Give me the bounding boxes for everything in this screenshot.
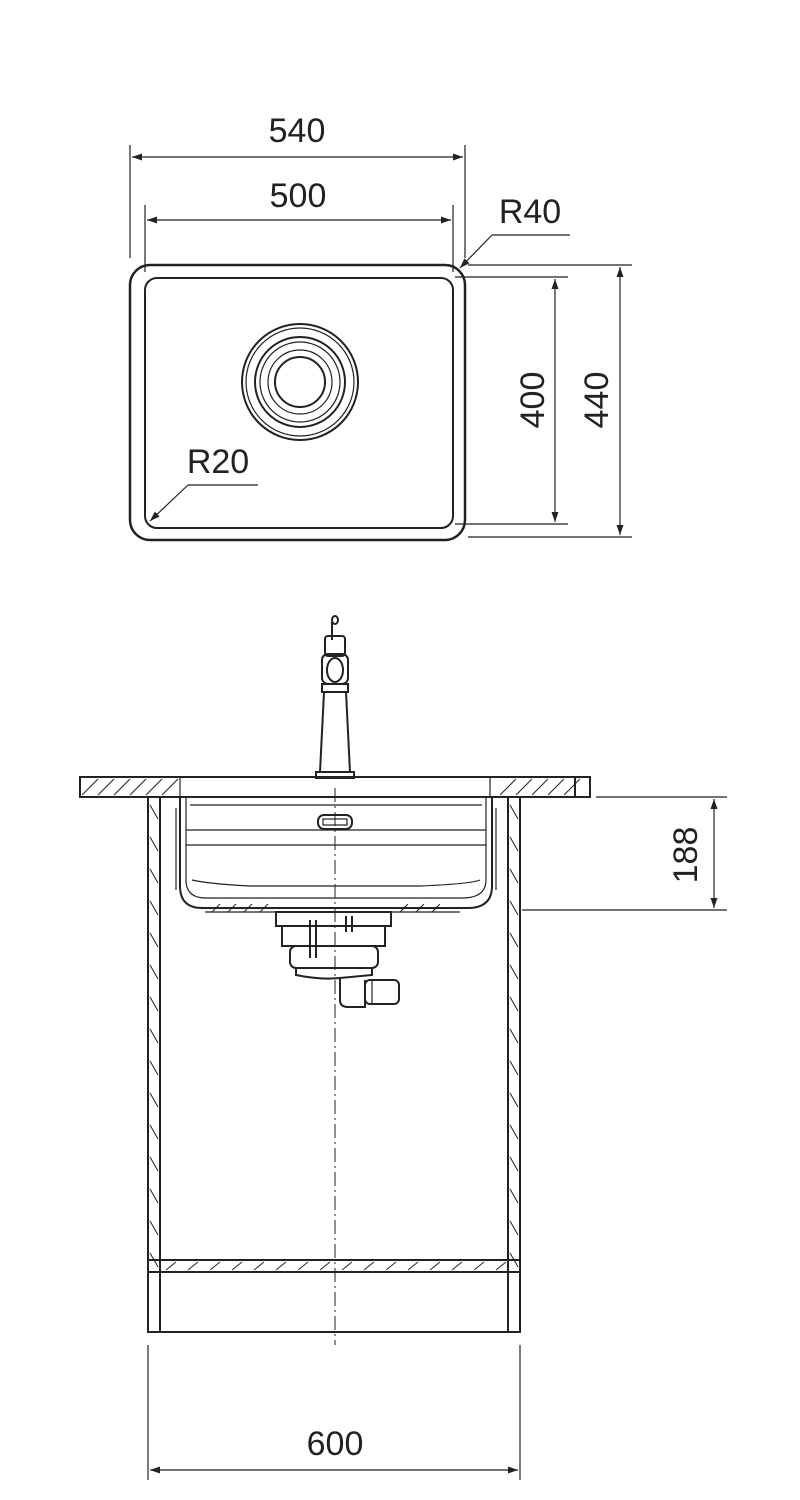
hatch-line (149, 1220, 159, 1236)
hatch-line (319, 1261, 331, 1271)
hatch-line (165, 1261, 177, 1271)
hatch-line (451, 1261, 463, 1271)
hatch-line (253, 1261, 265, 1271)
hatch-line (149, 804, 159, 820)
sink-bowl (175, 797, 497, 913)
sink-inner-outline (144, 277, 454, 529)
hatch-line (509, 1252, 519, 1268)
section-view: 188 600 (79, 615, 727, 1480)
dimension-inner-width: 500 (144, 177, 454, 272)
dim-label-500: 500 (270, 177, 327, 215)
dimension-cabinet-width: 600 (147, 1345, 521, 1480)
hatch-line (429, 1261, 441, 1271)
faucet-icon (315, 615, 355, 779)
hatch-line (509, 1060, 519, 1076)
dim-label-r20: R20 (187, 443, 249, 481)
hatch-line (509, 868, 519, 884)
hatch-line (473, 1261, 485, 1271)
dim-label-400: 400 (514, 372, 552, 429)
cabinet (147, 796, 521, 1333)
hatch-line (149, 996, 159, 1012)
hatch-line (187, 1261, 199, 1271)
hatch-line (149, 836, 159, 852)
dimension-inner-depth: 400 (455, 276, 568, 525)
dim-label-600: 600 (307, 1425, 364, 1463)
hatch-line (407, 1261, 419, 1271)
dim-label-540: 540 (269, 112, 326, 150)
dim-label-440: 440 (578, 372, 616, 429)
hatch-line (231, 1261, 243, 1271)
top-view: 540 500 R40 R20 400 (128, 112, 632, 542)
hatch-line (509, 1156, 519, 1172)
hatch-line (363, 1261, 375, 1271)
hatch-line (509, 964, 519, 980)
hatch-line (509, 1092, 519, 1108)
dimension-bowl-depth: 188 (522, 796, 727, 911)
drain-trap-icon (275, 911, 400, 1008)
hatch-line (509, 836, 519, 852)
hatch-line (149, 1188, 159, 1204)
hatch-line (209, 1261, 221, 1271)
hatch-line (149, 964, 159, 980)
hatch-line (149, 900, 159, 916)
hatch-line (149, 1060, 159, 1076)
sink-outer-outline (128, 263, 467, 542)
drain-icon (241, 323, 359, 441)
dim-label-188: 188 (667, 827, 705, 884)
dimension-outer-width: 540 (129, 112, 466, 258)
hatch-line (149, 1092, 159, 1108)
hatch-line (297, 1261, 309, 1271)
hatch-line (509, 1188, 519, 1204)
hatch-line (149, 1156, 159, 1172)
hatch-line (509, 932, 519, 948)
hatch-line (149, 1124, 159, 1140)
hatch-line (341, 1261, 353, 1271)
dimension-outer-depth: 440 (468, 264, 632, 538)
hatch-line (509, 1220, 519, 1236)
hatch-line (149, 1028, 159, 1044)
hatch-line (509, 804, 519, 820)
hatch-line (149, 868, 159, 884)
hatch-line (149, 932, 159, 948)
hatch-line (509, 1124, 519, 1140)
hatch-line (149, 1252, 159, 1268)
hatch-line (385, 1261, 397, 1271)
hatch-line (509, 900, 519, 916)
hatch-line (509, 996, 519, 1012)
hatch-line (495, 1261, 507, 1271)
hatch-line (275, 1261, 287, 1271)
dimension-r20: R20 (149, 443, 258, 522)
dim-label-r40: R40 (499, 193, 561, 231)
hatch-line (509, 1028, 519, 1044)
dimension-r40: R40 (459, 193, 570, 269)
